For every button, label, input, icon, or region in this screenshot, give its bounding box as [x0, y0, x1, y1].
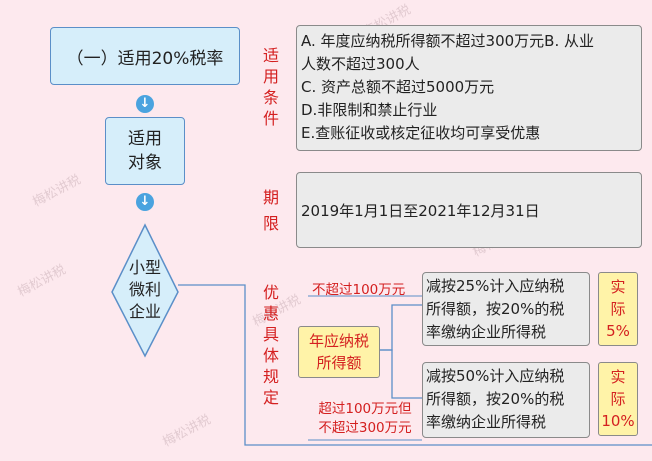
period-label: 期 限	[262, 188, 279, 233]
rule-line: 减按50%计入应纳税	[426, 367, 565, 385]
period-text: 2019年1月1日至2021年12月31日	[301, 201, 540, 220]
rate-title-box: （一）适用20%税率	[50, 27, 240, 85]
rule-line: 所得额，按20%的税	[426, 300, 565, 318]
condition-line: A. 年度应纳税所得额不超过300万元B. 从业	[301, 32, 594, 50]
rule-line: 减按25%计入应纳税	[426, 277, 565, 295]
threshold-tier1: 不超过100万元	[312, 282, 406, 298]
rules-label: 优 惠 具 体 规 定	[262, 283, 279, 407]
target-line: 对象	[128, 153, 162, 173]
tier2-actual-rate: 实 际 10%	[598, 362, 638, 436]
arrow-down-icon: ↓	[136, 193, 154, 211]
income-line: 所得额	[316, 354, 362, 372]
target-box: 适用 对象	[105, 117, 185, 185]
subject-label: 小型 微利 企业	[112, 250, 178, 330]
income-line: 年应纳税	[308, 332, 369, 350]
arrow-down-icon: ↓	[136, 95, 154, 113]
tier2-rule-box: 减按50%计入应纳税 所得额，按20%的税 率缴纳企业所得税	[422, 362, 590, 438]
rule-line: 率缴纳企业所得税	[426, 413, 547, 431]
period-box: 2019年1月1日至2021年12月31日	[296, 172, 642, 248]
condition-line: E.查账征收或核定征收均可享受优惠	[301, 124, 541, 142]
subject-line: 小型	[128, 258, 161, 277]
target-line: 适用	[128, 129, 162, 149]
subject-line: 微利	[128, 280, 161, 299]
rate-title: （一）适用20%税率	[66, 48, 224, 69]
income-box: 年应纳税 所得额	[298, 326, 380, 378]
conditions-label: 适 用 条 件	[262, 46, 279, 128]
condition-line: D.非限制和禁止行业	[301, 101, 438, 119]
conditions-box: A. 年度应纳税所得额不超过300万元B. 从业 人数不超过300人 C. 资产…	[296, 25, 642, 151]
threshold-tier2: 超过100万元但 不超过300万元	[318, 401, 412, 436]
rule-line: 率缴纳企业所得税	[426, 323, 547, 341]
rule-line: 所得额，按20%的税	[426, 390, 565, 408]
condition-line: 人数不超过300人	[301, 55, 420, 73]
tier1-actual-rate: 实 际 5%	[598, 272, 638, 346]
subject-diamond	[111, 223, 179, 358]
condition-line: C. 资产总额不超过5000万元	[301, 78, 495, 96]
tier1-rule-box: 减按25%计入应纳税 所得额，按20%的税 率缴纳企业所得税	[422, 272, 590, 346]
subject-line: 企业	[128, 302, 161, 321]
